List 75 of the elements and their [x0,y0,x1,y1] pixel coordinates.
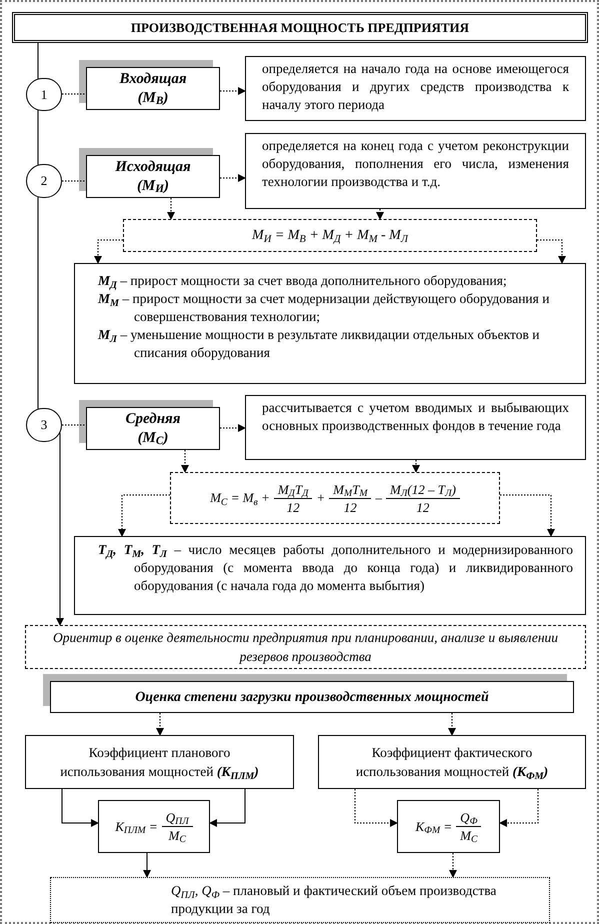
arrow [209,788,246,827]
fraction-numerator: М$_{Л}$(12 – Т$_{Л}$) [386,480,460,498]
heading-text: Оценка степени загрузки производственных мощностей [135,688,489,706]
arrow [376,208,384,220]
fraction-denominator: М$_{С}$ [167,827,187,844]
arrow [449,852,457,878]
fraction-numerator: М$_{М}$Т$_{М}$ [329,480,372,498]
formula-box [170,472,500,524]
connector-line [62,424,86,426]
term-label: Исходящая (М$_{И}$) [114,158,192,196]
fraction-denominator: 12 [286,498,301,516]
fraction-denominator: 12 [415,498,430,516]
text-box [245,56,586,121]
step-number: 1 [40,86,48,104]
fraction-numerator: Q$_{Ф}$ [456,809,482,827]
text-box [86,67,220,110]
arrow [220,87,246,95]
formula-term: – [375,489,382,508]
text-box [74,263,586,384]
fraction-numerator: М$_{Д}$Т$_{Д}$ [274,480,312,498]
text-box [318,735,586,789]
arrow [62,788,99,827]
definition-text: Т$_{Д}$, Т$_{М}$, Т$_{Л}$ – число месяцев работы дополнительного и модернизированного оборудования (с момента ввода до конца года) и ликвидированного оборудования (с начала года до момента выбытия) [97,541,573,595]
coefficient-label: Коэффициент планового использования мощностей (К$_{ПЛМ}$) [59,744,260,781]
formula-text: М$_{И}$ = М$_{В}$ + М$_{Д}$ + М$_{М}$ - М$_{Л}$ [252,227,408,246]
note-text: Ориентир в оценке деятельности предприятия при планировании, анализе и выявлении резервов производства [52,629,560,666]
footnote-text: Q$_{ПЛ}$, Q$_{Ф}$ – плановый и фактический объем производства продукции за год [171,882,498,918]
definition-text: М$_{Л}$ – уменьшение мощности в результате ликвидации отдельных объектов и списания оборудования [96,326,540,362]
arrow [143,852,151,878]
term-label: Средняя (М$_{С}$) [124,410,182,448]
formula-box [123,219,537,252]
term-label: Входящая (М$_{В}$) [118,70,188,108]
formula-term: М$_{С}$ = М$_{в}$ + [210,489,270,508]
fraction-denominator: М$_{С}$ [459,827,478,844]
arrow [536,240,566,264]
step-number: 3 [40,416,48,434]
text-box [245,133,586,209]
text-box [50,681,574,713]
text-box [86,155,220,198]
formula-term: К$_{ФМ}$ = [416,818,452,836]
definition-text: М$_{М}$ – прирост мощности за счет модернизации действующего оборудования и совершенствования технологии; [96,290,550,326]
formula-term: К$_{ПЛМ}$ = [115,818,158,836]
arrow [412,460,420,473]
coefficient-label: Коэффициент фактического использования мощностей (К$_{ФМ}$) [354,744,550,781]
arrow [354,788,398,827]
text-box [25,735,294,789]
step-number: 2 [40,172,48,190]
arrow [499,788,538,827]
formula-box [397,800,500,853]
arrow [167,198,175,220]
arrow [156,712,164,736]
arrow [118,494,170,537]
text-box [245,395,586,460]
connector-line [62,180,86,182]
definition-text: М$_{Д}$ – прирост мощности за счет ввода дополнительного оборудования; [96,272,508,290]
description-text: рассчитывается с учетом вводимых и выбывающих основных производственных фондов в течение года [262,399,569,435]
fraction-numerator: Q$_{ПЛ}$ [162,809,193,827]
text-box [86,407,220,450]
formula-term: + [316,489,326,508]
title-box [12,12,588,43]
formula-box [98,800,210,853]
arrow [94,240,124,264]
arrow [448,712,456,736]
text-box [25,625,586,669]
description-text: определяется на начало года на основе имеющегося оборудования и других средств производства к началу этого периода [262,60,569,114]
arrow [220,424,246,432]
title-text: ПРОИЗВОДСТВЕННАЯ МОЩНОСТЬ ПРЕДПРИЯТИЯ [130,18,470,37]
text-box [74,536,586,615]
arrow [56,432,64,626]
arrow [181,450,189,473]
arrow [220,174,246,182]
arrow [500,494,555,537]
description-text: определяется на конец года с учетом реконструкции оборудования, пополнения его числа, изменения технологии производства и т.д. [262,137,569,191]
fraction-denominator: 12 [342,498,358,516]
text-box [50,877,550,923]
